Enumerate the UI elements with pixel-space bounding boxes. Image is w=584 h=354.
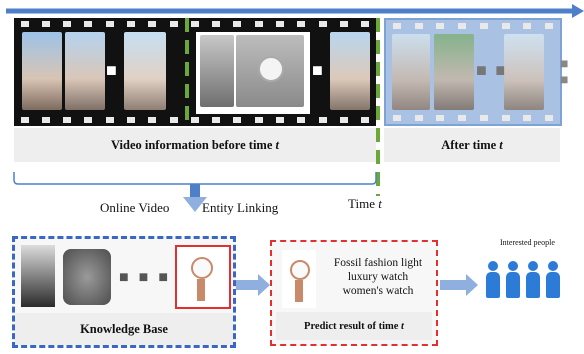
time-marker-label: Time t <box>348 196 382 211</box>
linking-label-right: Entity Linking <box>202 200 279 215</box>
ellipsis-dots: ■ ■ <box>476 60 509 80</box>
knowledge-base-box: ■ ■ ■ Knowledge Base <box>12 236 236 348</box>
video-frame <box>504 34 544 110</box>
interested-label: Interested people <box>500 238 555 247</box>
film-holes-bottom <box>386 113 560 123</box>
linking-label-left: Online Video <box>100 200 170 215</box>
people-icon <box>486 256 576 298</box>
video-frame <box>392 34 430 110</box>
watch-image <box>282 250 316 308</box>
product-image <box>63 249 111 305</box>
video-frame <box>22 32 62 110</box>
film-holes-top <box>14 19 376 29</box>
predict-caption: Predict result of time t <box>276 312 432 340</box>
predict-text: Fossil fashion light luxury watch women'… <box>333 257 423 297</box>
video-frame <box>124 32 166 110</box>
arrow-right-icon <box>236 274 270 296</box>
product-image <box>21 245 55 307</box>
ellipsis-dots: ■ ■ ■ <box>119 269 171 286</box>
video-frame <box>65 32 105 110</box>
highlight-frame <box>194 30 312 116</box>
prediction-box: Fossil fashion light luxury watch women'… <box>270 240 438 346</box>
before-caption: Video information before time t <box>14 128 376 162</box>
arrow-right-icon <box>440 274 478 296</box>
film-holes-top <box>386 21 560 31</box>
highlighted-product <box>175 245 231 309</box>
film-strip-before: ■ ■ ■ ■ <box>14 18 376 126</box>
film-holes-bottom <box>14 115 376 125</box>
timeline-arrow <box>6 4 584 18</box>
video-frame <box>330 32 370 110</box>
ellipsis-dots: ■ ■ <box>560 57 571 88</box>
after-caption: After time t <box>384 128 560 162</box>
video-frame <box>434 34 474 110</box>
film-strip-after: ■ ■ <box>384 18 562 126</box>
kb-title: Knowledge Base <box>15 313 233 345</box>
